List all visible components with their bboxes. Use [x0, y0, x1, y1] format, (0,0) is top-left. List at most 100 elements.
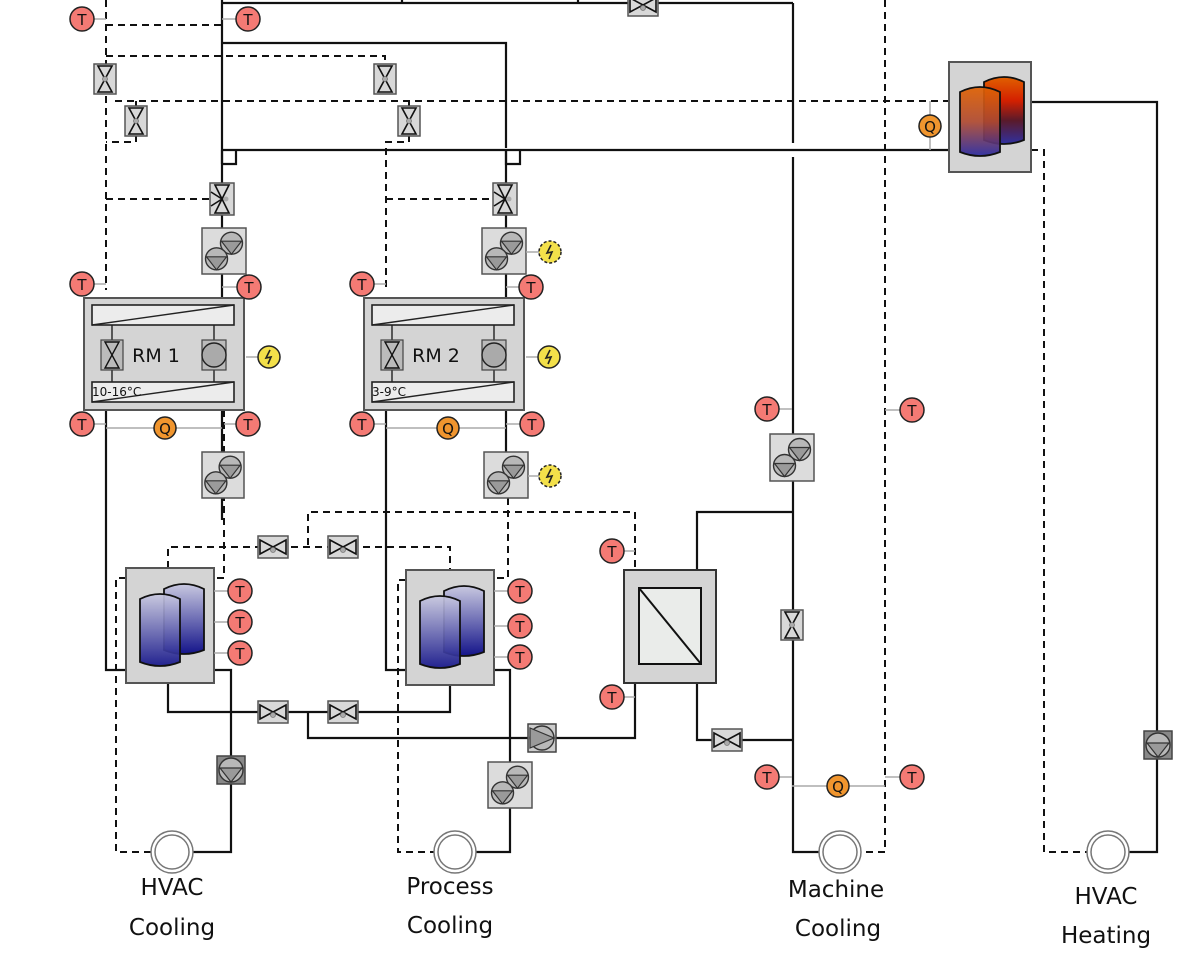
temperature-sensor-label: T: [514, 618, 525, 636]
machine-name: RM 2: [412, 345, 460, 367]
machine-temperature-range: 3-9°C: [372, 385, 406, 399]
consumer-label-hvac-heating: HVAC Heating: [1061, 884, 1151, 949]
consumer-label-hvac-cooling: HVAC Cooling: [129, 875, 215, 941]
machine-name: RM 1: [132, 345, 180, 367]
valve-icon[interactable]: [780, 609, 804, 641]
pump-group-icon[interactable]: [201, 227, 247, 275]
temperature-sensor-icon[interactable]: T: [224, 411, 261, 437]
valve-icon[interactable]: [257, 700, 289, 724]
temperature-sensor-icon[interactable]: T: [494, 644, 533, 670]
valve-icon[interactable]: [397, 105, 421, 137]
temperature-sensor-icon[interactable]: T: [885, 764, 925, 790]
temperature-sensor-icon[interactable]: T: [599, 684, 635, 710]
heat-meter-label: Q: [832, 778, 844, 796]
optional-power-icon: [538, 240, 562, 264]
pump-icon[interactable]: [1143, 730, 1173, 760]
temperature-sensor-icon[interactable]: T: [349, 411, 386, 437]
heat-storage-tank[interactable]: [948, 61, 1032, 173]
temperature-sensor-label: T: [242, 11, 253, 29]
temperature-sensor-icon[interactable]: T: [754, 764, 792, 790]
valve-icon[interactable]: [373, 63, 397, 95]
consumer-label-line1: Process: [406, 874, 493, 900]
temperature-sensor-icon[interactable]: T: [214, 640, 253, 666]
valve-icon[interactable]: [257, 535, 289, 559]
consumer-hvac-heating-icon[interactable]: [1086, 830, 1130, 874]
valve-icon[interactable]: [93, 63, 117, 95]
temperature-sensor-icon[interactable]: T: [69, 6, 106, 32]
temperature-sensor-icon[interactable]: T: [69, 411, 106, 437]
temperature-sensor-label: T: [356, 276, 367, 294]
temperature-sensor-label: T: [76, 416, 87, 434]
temperature-sensor-label: T: [606, 543, 617, 561]
compressor-icon: [201, 339, 227, 371]
consumer-label-machine-cooling: Machine Cooling: [788, 877, 884, 942]
power-icon: [257, 345, 281, 369]
cold-storage-tank-2[interactable]: [405, 569, 495, 686]
temperature-sensor-label: T: [234, 645, 245, 663]
temperature-sensor-label: T: [243, 279, 254, 297]
consumer-label-process-cooling: Process Cooling: [406, 874, 493, 939]
pump-group-icon[interactable]: [481, 227, 527, 275]
consumer-process-cooling-icon[interactable]: [433, 830, 477, 874]
pump-icon[interactable]: [216, 755, 246, 785]
temperature-sensor-label: T: [514, 583, 525, 601]
valve-icon[interactable]: [327, 700, 359, 724]
pump-group-icon[interactable]: [769, 433, 815, 482]
pump-group-icon[interactable]: [201, 451, 245, 499]
temperature-sensor-icon[interactable]: T: [222, 274, 262, 300]
pump-icon[interactable]: [527, 723, 557, 753]
consumer-machine-cooling-icon[interactable]: [818, 830, 862, 874]
temperature-sensor-label: T: [356, 416, 367, 434]
temperature-sensor-icon[interactable]: T: [506, 411, 545, 437]
temperature-sensor-icon[interactable]: T: [214, 578, 253, 604]
heat-meter-icon[interactable]: Q: [436, 416, 460, 440]
temperature-sensor-label: T: [906, 769, 917, 787]
pump-group-icon[interactable]: [487, 761, 533, 809]
temperature-sensor-label: T: [242, 416, 253, 434]
heat-meter-label: Q: [924, 118, 936, 136]
temperature-sensor-icon[interactable]: T: [69, 271, 106, 297]
optional-power-icon: [538, 464, 562, 488]
valve-icon[interactable]: [627, 0, 659, 17]
machine-temperature-range: 10-16°C: [92, 385, 141, 399]
temperature-sensor-icon[interactable]: T: [349, 271, 386, 297]
temperature-sensor-icon[interactable]: T: [214, 609, 253, 635]
heat-meter-icon[interactable]: Q: [826, 774, 850, 798]
temperature-sensor-label: T: [234, 583, 245, 601]
temperature-sensor-icon[interactable]: T: [494, 578, 533, 604]
consumer-hvac-cooling-icon[interactable]: [150, 830, 194, 874]
consumer-label-line2: Heating: [1061, 923, 1151, 949]
cold-storage-tank-1[interactable]: [125, 567, 215, 684]
refrigeration-machine-1[interactable]: RM 1 10-16°C: [83, 297, 245, 411]
temperature-sensor-icon[interactable]: T: [754, 396, 792, 422]
valve-icon[interactable]: [711, 728, 743, 752]
three-way-valve-icon[interactable]: [209, 182, 235, 216]
temperature-sensor-icon[interactable]: T: [222, 6, 261, 32]
valve-icon[interactable]: [124, 105, 148, 137]
expansion-valve-icon: [100, 339, 124, 371]
expansion-valve-icon: [380, 339, 404, 371]
consumer-label-line1: Machine: [788, 877, 884, 903]
heat-meter-icon[interactable]: Q: [918, 114, 942, 138]
heat-exchanger[interactable]: [623, 569, 717, 684]
temperature-sensor-icon[interactable]: T: [599, 538, 635, 564]
compressor-icon: [481, 339, 507, 371]
heat-meter-label: Q: [159, 420, 171, 438]
consumer-label-line2: Cooling: [795, 916, 881, 942]
equipment: RM 1 10-16°C RM 2 3-9°C: [83, 0, 1173, 874]
power-icon: [537, 345, 561, 369]
temperature-sensor-label: T: [526, 416, 537, 434]
pump-group-icon[interactable]: [483, 451, 529, 499]
signal-lines: [105, 0, 1088, 853]
three-way-valve-icon[interactable]: [492, 182, 518, 216]
temperature-sensor-icon[interactable]: T: [506, 274, 544, 300]
consumer-label-line1: HVAC: [1075, 884, 1138, 910]
refrigeration-machine-2[interactable]: RM 2 3-9°C: [363, 297, 525, 411]
temperature-sensor-icon[interactable]: T: [885, 397, 925, 423]
valve-icon[interactable]: [327, 535, 359, 559]
consumer-label-line2: Cooling: [129, 915, 215, 941]
temperature-sensor-icon[interactable]: T: [494, 613, 533, 639]
heat-meter-icon[interactable]: Q: [153, 416, 177, 440]
